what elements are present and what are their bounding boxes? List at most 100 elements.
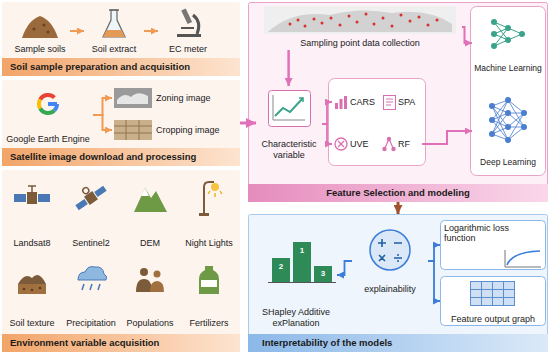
fertilizer-icon	[199, 266, 219, 294]
flow-arrow	[422, 131, 472, 144]
step-item: EC meter	[158, 6, 218, 56]
step-item: DEM	[121, 176, 179, 250]
panel-heading: Feature Selection and modeling	[248, 184, 548, 202]
panel-heading: Environment variable acquisition	[2, 334, 240, 352]
item-label: Sampling point data collection	[259, 38, 461, 48]
dl-network-icon	[489, 97, 527, 143]
item-label: explainability	[353, 284, 427, 294]
rank-number: 2	[279, 263, 283, 271]
rank-number: 1	[300, 247, 304, 255]
podium-icon	[268, 242, 336, 283]
stage-panel: Satellite image download and processing G…	[2, 80, 240, 166]
step-item: CARS	[332, 86, 378, 118]
flow-arrow	[397, 202, 400, 214]
step-item: Feature output graph	[440, 276, 546, 326]
flow-arrow	[240, 122, 256, 125]
step-item: Machine Learning	[472, 10, 544, 76]
panel-heading: Soil sample preparation and acquisition	[2, 58, 240, 76]
item-label: Deep Learning	[473, 158, 543, 168]
item-label: Zoning image	[156, 84, 235, 112]
item-label: Cropping image	[156, 116, 235, 144]
sentinel-icon	[70, 178, 108, 211]
logloss-icon	[505, 250, 541, 267]
cropping-thumbnail	[114, 120, 152, 140]
uve-icon	[335, 138, 347, 150]
item-label: Populations	[122, 318, 178, 328]
stage-panel: Soil sample preparation and acquisition S…	[2, 2, 240, 76]
item-label: CARS	[350, 86, 377, 118]
stage-panel: Feature Selection and modeling Sampling p…	[248, 2, 548, 202]
chart-icon	[269, 91, 311, 127]
cars-icon	[335, 96, 347, 109]
step-item: Zoning image	[112, 84, 236, 112]
item-label: EC meter	[159, 44, 217, 54]
item-label: Logarithmic loss function	[444, 223, 542, 244]
rf-icon	[382, 137, 395, 151]
step-item: Soil texture	[3, 256, 61, 330]
step-item: Sentinel2	[62, 176, 120, 250]
flow-arrow	[462, 27, 472, 43]
step-item: UVE	[332, 128, 378, 160]
rain-icon	[78, 267, 107, 290]
step-item: Deep Learning	[472, 92, 544, 170]
people-icon	[136, 268, 164, 292]
item-label: Landsat8	[4, 238, 60, 248]
step-item: SPA	[380, 86, 422, 118]
flow-arrow	[93, 115, 112, 130]
explainability-icon	[370, 230, 410, 270]
item-label: SHapley Additive exPlanation	[256, 307, 336, 328]
soil-icon	[22, 16, 58, 38]
item-label: Feature output graph	[441, 314, 545, 324]
step-item: Populations	[121, 256, 179, 330]
flow-arrow	[93, 98, 112, 115]
panel-grounds	[2, 2, 548, 352]
flow-arrow	[322, 124, 332, 144]
item-label: Sentinel2	[63, 238, 119, 248]
meter-icon	[177, 8, 201, 37]
item-label: Google Earth Engine	[4, 134, 92, 144]
panel-heading: Interpretability of the models	[248, 334, 548, 352]
step-item: Night Lights	[180, 176, 238, 250]
item-label: SPA	[398, 86, 421, 118]
step-item: Cropping image	[112, 116, 236, 144]
item-label: DEM	[122, 238, 178, 248]
spa-icon	[384, 96, 396, 110]
soil-texture-icon	[18, 275, 46, 294]
step-item: Sample soils	[10, 6, 70, 56]
item-label: Night Lights	[181, 238, 237, 248]
item-label: Machine Learning	[473, 64, 543, 74]
ml-network-icon	[491, 19, 525, 49]
feature-grid-icon	[471, 282, 515, 306]
item-label: Soil extract	[85, 44, 143, 54]
item-label: RF	[398, 128, 421, 160]
item-label: UVE	[350, 128, 377, 160]
step-item: RF	[380, 128, 422, 160]
step-item: Soil extract	[84, 6, 144, 56]
stage-panel: Interpretability of the models SHapley Ad…	[248, 214, 548, 352]
step-item: Logarithmic loss function	[440, 220, 546, 270]
flask-icon	[103, 10, 125, 37]
flow-arrow	[428, 245, 440, 261]
item-label: Fertilizers	[181, 318, 237, 328]
step-item: Characteristic variable	[256, 86, 322, 162]
zoning-thumbnail	[114, 88, 152, 108]
step-item: Google Earth Engine	[3, 84, 93, 146]
step-item: Landsat8	[3, 176, 61, 250]
flow-arrow	[337, 261, 352, 275]
step-item: Precipitation	[62, 256, 120, 330]
item-label: Sample soils	[11, 44, 69, 54]
stage-panel: Environment variable acquisition Landsat8…	[2, 170, 240, 352]
panel-heading: Satellite image download and processing	[2, 148, 240, 166]
lamp-icon	[199, 182, 222, 216]
step-item: explainability	[352, 226, 428, 296]
flow-arrow	[428, 261, 440, 301]
flow-arrow	[322, 102, 332, 124]
rank-number: 3	[321, 270, 325, 278]
sampling-map	[264, 6, 456, 34]
google-logo	[39, 95, 57, 113]
step-item: Fertilizers	[180, 256, 238, 330]
flow-arrow	[144, 30, 158, 32]
item-label: Soil texture	[4, 318, 60, 328]
